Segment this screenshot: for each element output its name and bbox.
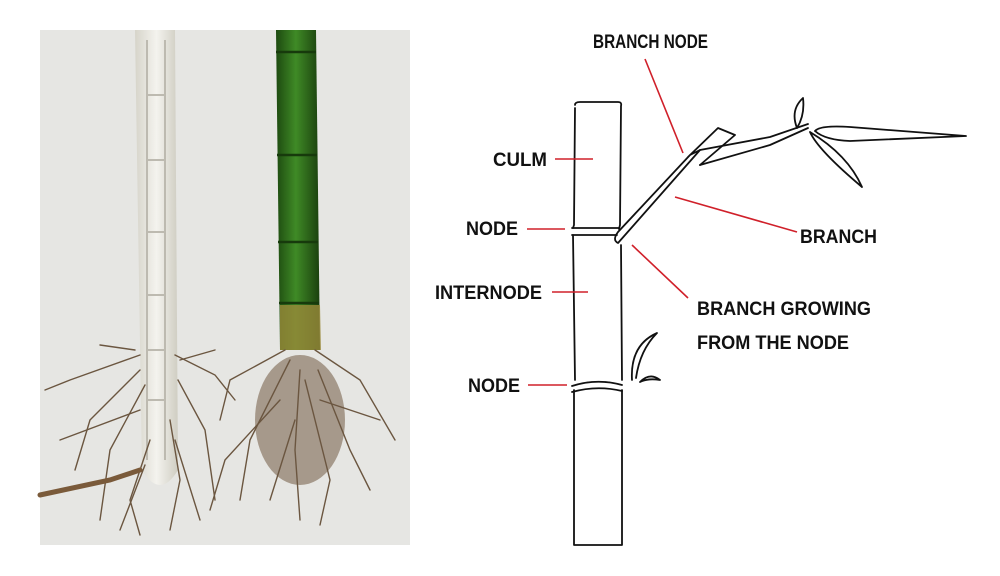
leader-branch-node bbox=[644, 58, 684, 154]
white-culm-with-roots bbox=[37, 30, 236, 536]
photo-background bbox=[40, 30, 410, 545]
label-branch-growing-line2: FROM THE NODE bbox=[697, 333, 849, 354]
bamboo-line-drawing bbox=[571, 97, 967, 546]
twig bbox=[699, 123, 809, 166]
label-branch: BRANCH bbox=[800, 227, 877, 248]
label-branch-growing-line1: BRANCH GROWING bbox=[697, 299, 871, 320]
green-culm-with-roots bbox=[209, 30, 396, 526]
label-culm: CULM bbox=[493, 150, 547, 171]
bamboo-photo bbox=[37, 30, 410, 545]
label-node-upper: NODE bbox=[466, 219, 518, 240]
leader-branch-growing bbox=[631, 244, 689, 299]
leader-lines bbox=[527, 58, 798, 386]
culm-outline bbox=[572, 101, 623, 546]
labels: BRANCH NODE CULM NODE INTERNODE NODE BRA… bbox=[435, 32, 877, 397]
lower-node-ring bbox=[571, 380, 623, 393]
shoot-sprout bbox=[631, 332, 661, 383]
upper-node-ring bbox=[571, 227, 620, 236]
branch-outline bbox=[614, 127, 736, 244]
label-internode: INTERNODE bbox=[435, 283, 542, 304]
leader-branch bbox=[674, 196, 798, 233]
leaf-drooping bbox=[809, 131, 863, 188]
leaf-long bbox=[814, 125, 967, 142]
leaf-top-small bbox=[793, 97, 805, 129]
label-node-lower: NODE bbox=[468, 376, 520, 397]
label-branch-node: BRANCH NODE bbox=[593, 32, 708, 53]
